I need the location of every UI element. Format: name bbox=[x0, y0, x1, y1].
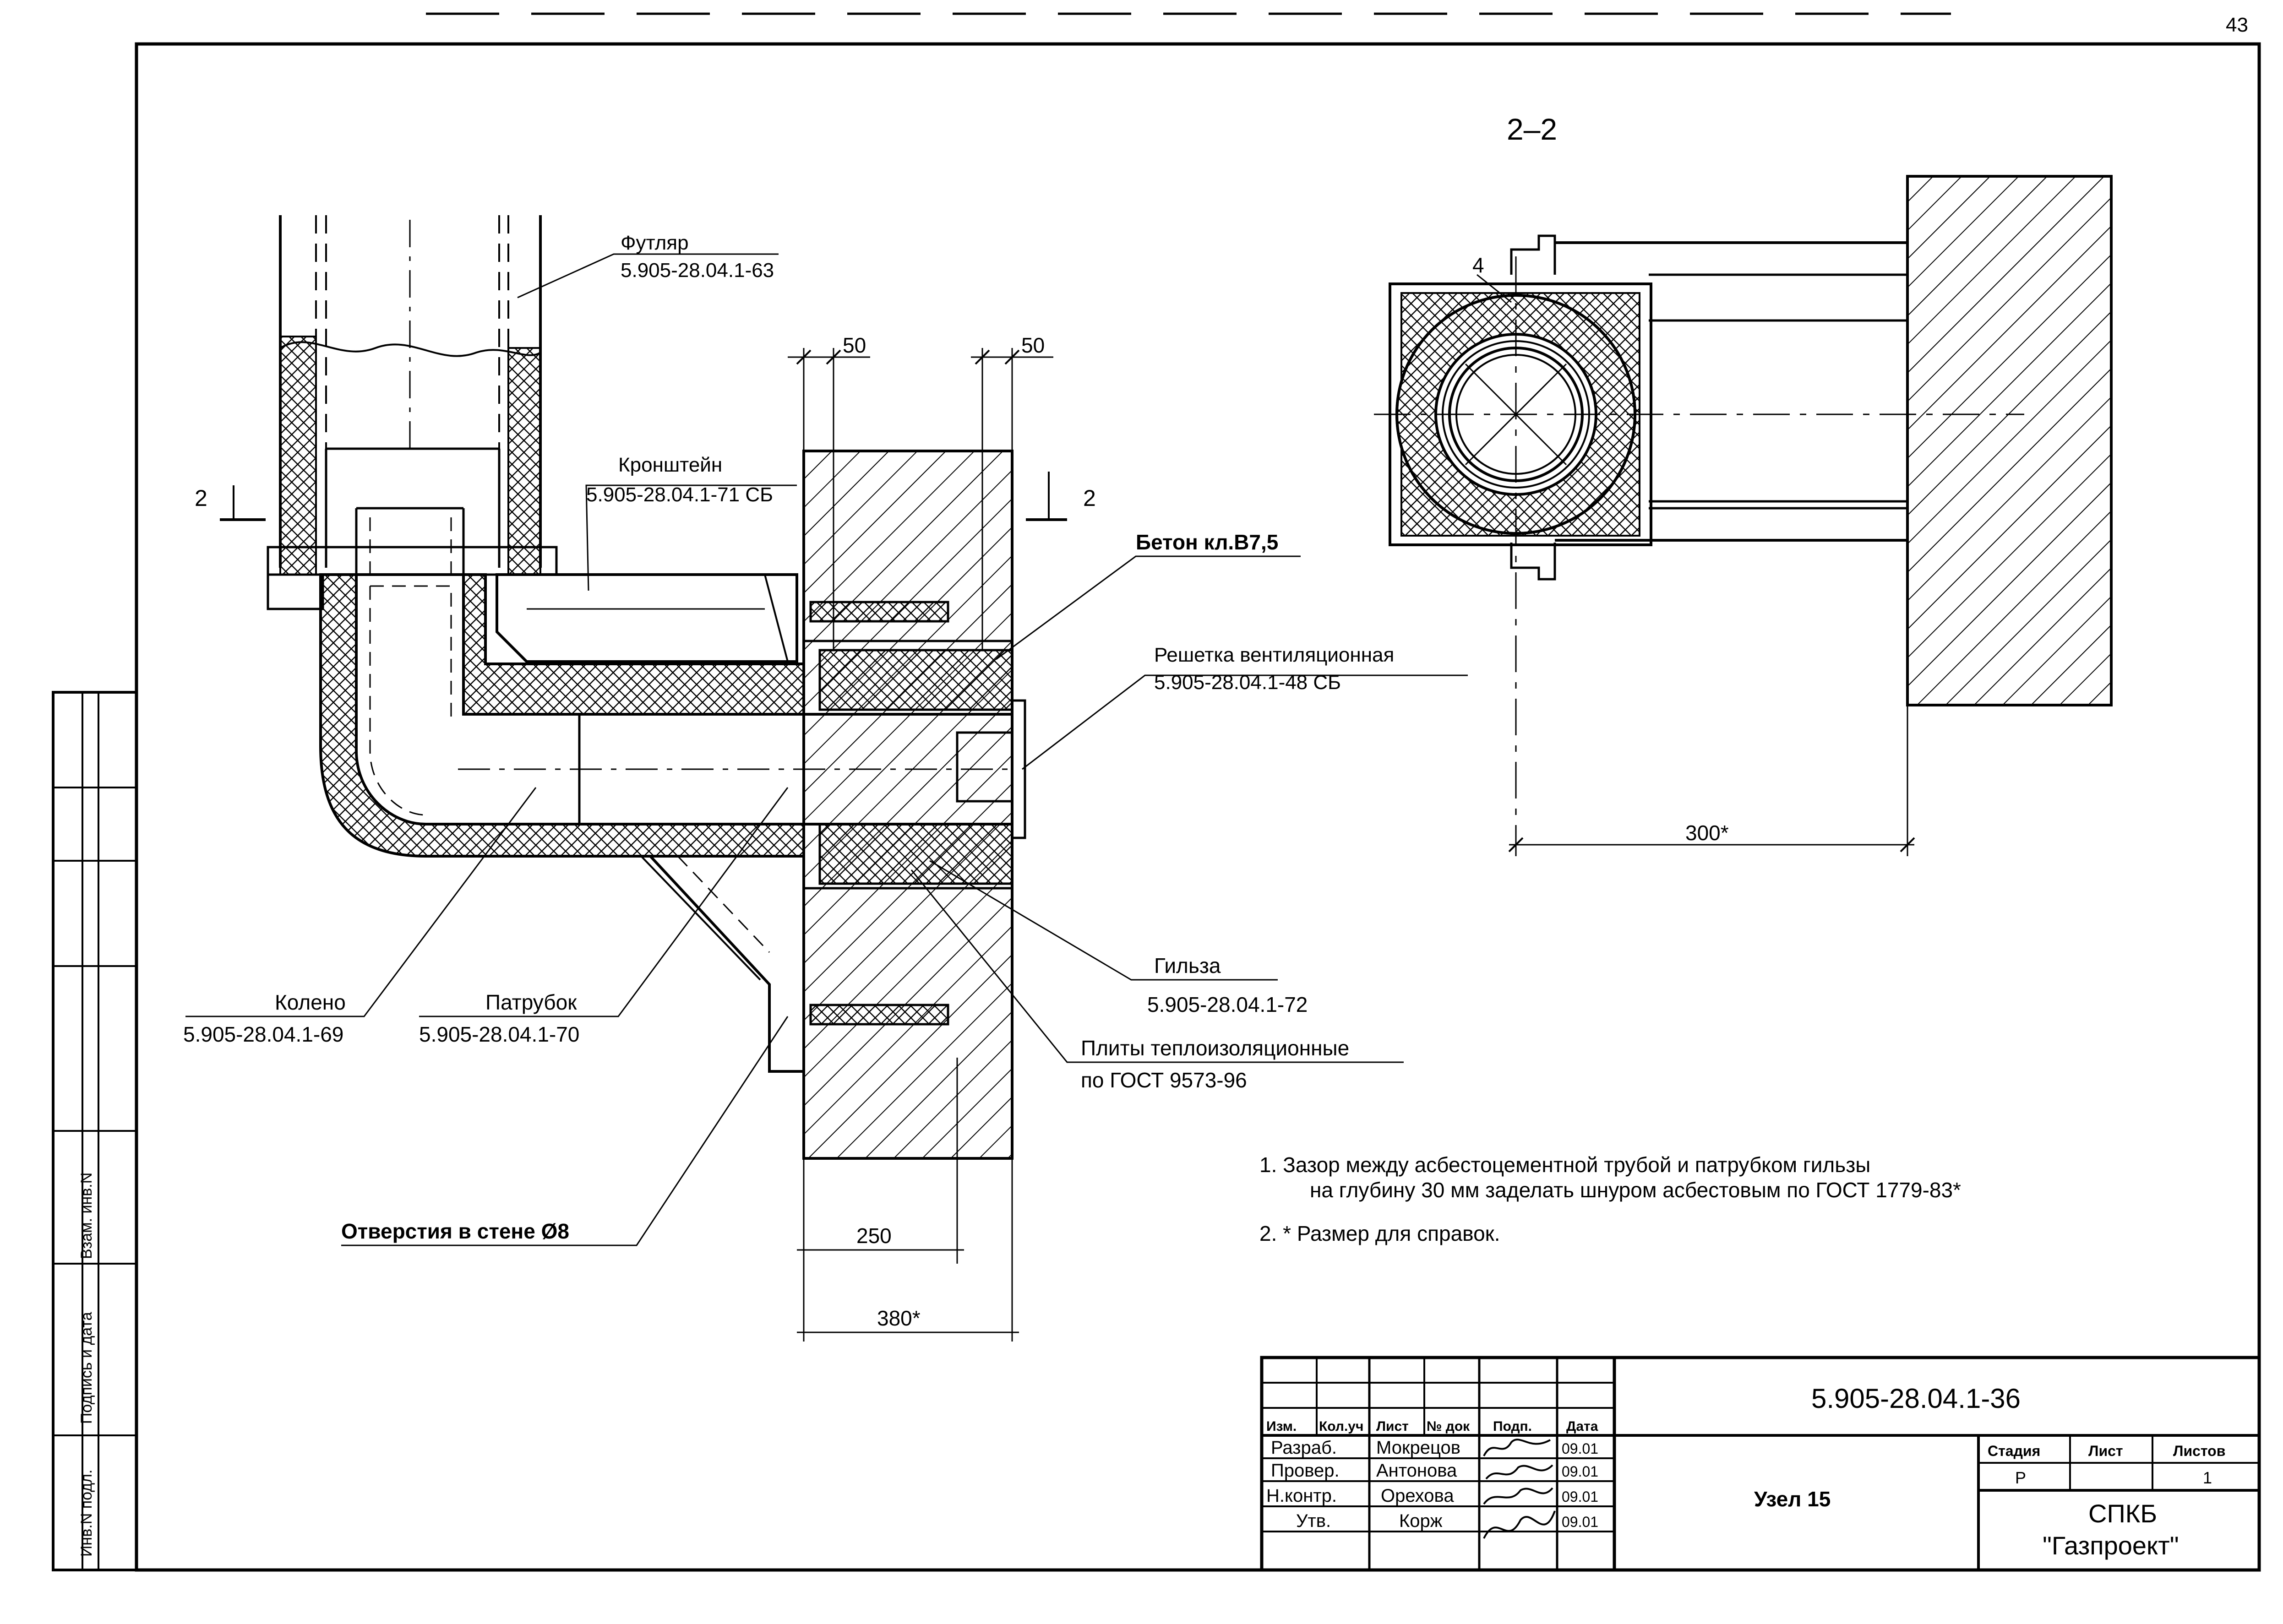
hdr-list: Лист bbox=[1376, 1419, 1409, 1434]
row-date-razrab: 09.01 bbox=[1562, 1440, 1598, 1457]
label-beton: Бетон кл.В7,5 bbox=[1136, 530, 1278, 554]
label-gilza: Гильза bbox=[1154, 954, 1221, 978]
row-date-nkontr: 09.01 bbox=[1562, 1488, 1598, 1505]
position-4: 4 bbox=[1472, 253, 1484, 277]
dim-50-left: 50 bbox=[843, 333, 866, 357]
row-role-prover: Провер. bbox=[1271, 1461, 1340, 1481]
label-reshetka: Решетка вентиляционная bbox=[1154, 644, 1394, 666]
row-role-razrab: Разраб. bbox=[1271, 1438, 1337, 1458]
sheet-number: 43 bbox=[2226, 14, 2248, 36]
label-plity: Плиты теплоизоляционные bbox=[1081, 1036, 1349, 1060]
sheets-hdr: Листов bbox=[2173, 1443, 2225, 1459]
note-1-line-1: 1. Зазор между асбестоцементной трубой и… bbox=[1259, 1153, 1870, 1177]
left-stamp: Взам. инв.N Подпись и дата Инв.N подл. bbox=[52, 691, 138, 1571]
label-koleno-code: 5.905-28.04.1-69 bbox=[183, 1022, 343, 1046]
label-futlyar: Футляр bbox=[621, 232, 689, 254]
doc-code: 5.905-28.04.1-36 bbox=[1811, 1383, 2021, 1414]
label-kronshtein-code: 5.905-28.04.1-71 СБ bbox=[586, 483, 773, 506]
label-reshetka-code: 5.905-28.04.1-48 СБ bbox=[1154, 671, 1341, 694]
row-name-razrab: Мокрецов bbox=[1376, 1438, 1460, 1458]
org-line-1: СПКБ bbox=[2088, 1499, 2157, 1528]
row-date-prover: 09.01 bbox=[1562, 1463, 1598, 1480]
section-2-2-view bbox=[1374, 175, 2113, 856]
dim-50-right: 50 bbox=[1021, 333, 1045, 357]
label-kronshtein: Кронштейн bbox=[618, 454, 722, 476]
stage-value: Р bbox=[2015, 1468, 2026, 1487]
note-2: 2. * Размер для справок. bbox=[1259, 1222, 1500, 1245]
section-mark-left: 2 bbox=[195, 485, 207, 511]
label-futlyar-code: 5.905-28.04.1-63 bbox=[621, 259, 774, 282]
title-block bbox=[1260, 1356, 2261, 1572]
label-otverstiya: Отверстия в стене Ø8 bbox=[341, 1219, 569, 1243]
hdr-podp: Подп. bbox=[1493, 1419, 1532, 1434]
dim-380: 380* bbox=[877, 1306, 921, 1330]
stamp-inv-podl: Инв.N подл. bbox=[78, 1470, 95, 1557]
hdr-izm: Изм. bbox=[1266, 1419, 1297, 1434]
row-date-utv: 09.01 bbox=[1562, 1514, 1598, 1530]
stamp-vzam-inv: Взам. инв.N bbox=[78, 1173, 95, 1259]
label-plity-code: по ГОСТ 9573-96 bbox=[1081, 1068, 1247, 1092]
section-mark-right: 2 bbox=[1083, 485, 1096, 511]
label-koleno: Колено bbox=[275, 990, 346, 1014]
dim-300: 300* bbox=[1685, 821, 1729, 845]
title-headers: Изм. Кол.уч Лист № док Подп. Дата bbox=[1266, 1419, 1598, 1434]
hdr-ndok: № док bbox=[1427, 1419, 1470, 1434]
note-1-line-2: на глубину 30 мм заделать шнуром асбесто… bbox=[1310, 1178, 1961, 1202]
section-title: 2–2 bbox=[1507, 112, 1557, 146]
row-role-nkontr: Н.контр. bbox=[1266, 1486, 1337, 1506]
stage-hdr: Стадия bbox=[1988, 1443, 2040, 1459]
row-role-utv: Утв. bbox=[1296, 1511, 1331, 1531]
node-side-view bbox=[185, 215, 1468, 1342]
stamp-podpis-data: Подпись и дата bbox=[78, 1312, 95, 1424]
sheet-hdr: Лист bbox=[2088, 1443, 2123, 1459]
hdr-data: Дата bbox=[1566, 1419, 1598, 1434]
label-gilza-code: 5.905-28.04.1-72 bbox=[1147, 993, 1308, 1016]
sheets-value: 1 bbox=[2203, 1468, 2212, 1487]
row-name-prover: Антонова bbox=[1376, 1461, 1457, 1481]
label-patrubok-code: 5.905-28.04.1-70 bbox=[419, 1022, 579, 1046]
label-patrubok: Патрубок bbox=[485, 990, 577, 1014]
node-title: Узел 15 bbox=[1754, 1487, 1831, 1511]
row-name-nkontr: Орехова bbox=[1381, 1486, 1454, 1506]
row-name-utv: Корж bbox=[1399, 1511, 1443, 1531]
hdr-kolich: Кол.уч bbox=[1319, 1419, 1363, 1434]
org-line-2: "Газпроект" bbox=[2043, 1531, 2179, 1560]
dim-250: 250 bbox=[856, 1224, 892, 1248]
